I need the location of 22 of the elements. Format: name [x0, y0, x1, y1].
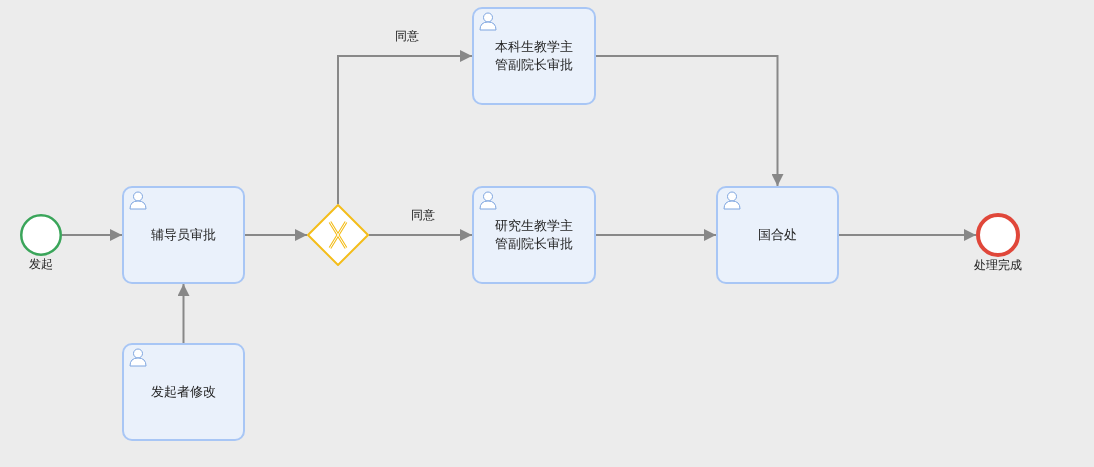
- event-label: 发起: [29, 256, 53, 273]
- sequence-arrow: [61, 229, 123, 241]
- edge-label: 同意: [393, 28, 421, 45]
- sequence-arrow: [337, 50, 473, 205]
- sequence-arrow: [244, 229, 308, 241]
- sequence-arrow: [838, 229, 977, 241]
- exclusive-gateway-diamond: [307, 204, 369, 266]
- task-label: 研究生教学主管副院长审批: [494, 217, 574, 253]
- user-task-box: [472, 186, 596, 284]
- sequence-arrow: [595, 229, 717, 241]
- user-task-box: [122, 186, 245, 284]
- user-task-box: [472, 7, 596, 105]
- task-label: 发起者修改: [150, 383, 217, 401]
- user-task-box: [122, 343, 245, 441]
- task-label: 国合处: [757, 226, 798, 244]
- sequence-arrow: [368, 229, 473, 241]
- task-label: 本科生教学主管副院长审批: [494, 38, 574, 74]
- sequence-arrow: [177, 283, 190, 344]
- task-label: 辅导员审批: [150, 226, 217, 244]
- event-label: 处理完成: [974, 257, 1022, 274]
- user-task-box: [716, 186, 839, 284]
- sequence-arrow: [595, 55, 784, 187]
